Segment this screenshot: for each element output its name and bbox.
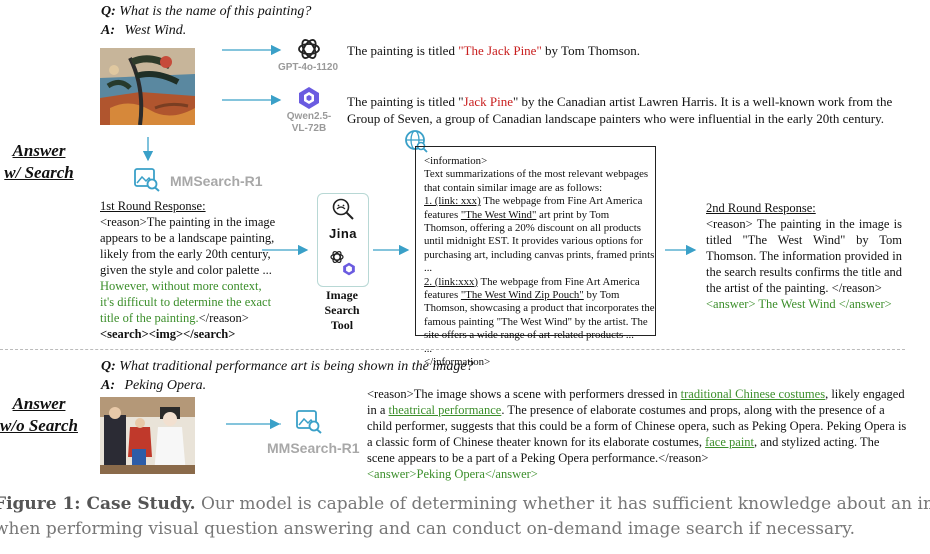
bottom-resp-hl-costumes: traditional Chinese costumes (680, 387, 826, 401)
first-round-reason-close: </reason> (198, 311, 249, 325)
section-divider (0, 349, 905, 350)
question-text-bottom: What traditional performance art is bein… (119, 359, 474, 374)
info-open-tag: <information> (424, 155, 488, 167)
q-prefix: Q: (101, 4, 116, 19)
bottom-resp-hl-theatrical: theatrical performance (388, 403, 502, 417)
side-label-line2: w/ Search (4, 163, 74, 182)
openai-logo-icon (294, 36, 324, 62)
side-label-bottom-line1: Answer (12, 394, 66, 413)
second-round-response: 2nd Round Response: <reason> The paintin… (706, 200, 902, 312)
globe-search-icon (404, 129, 428, 153)
info-item2-link: 2. (link:xxx) (424, 275, 478, 288)
peking-opera-photo (100, 397, 195, 474)
bottom-answer: A: Peking Opera. (101, 378, 206, 394)
image-search-tool-label: Image Search Tool (306, 288, 378, 333)
image-search-icon-bottom (296, 410, 322, 434)
first-round-uncertain: However, without more context, it's diff… (100, 279, 272, 325)
info-item2-a: The webpage from Fine Art America featur… (424, 275, 640, 302)
bottom-resp-answer: <answer>Peking Opera</answer> (367, 467, 538, 481)
openai-small-icon (330, 250, 344, 264)
side-label-with-search: Answer w/ Search (0, 140, 82, 184)
qwen-response-wrong-title: Jack Pine (463, 94, 513, 109)
qwen-response-post: " by the Canadian artist Lawren Harris. … (347, 94, 893, 126)
bottom-response: <reason>The image shows a scene with per… (367, 386, 907, 482)
side-label-without-search: Answer w/o Search (0, 393, 82, 437)
image-search-icon (134, 168, 160, 192)
first-round-search-call: <search><img></search> (100, 327, 236, 341)
mmsearch-label-bottom: MMSearch-R1 (267, 440, 360, 456)
bottom-resp-part4: , and stylized acting. The scene appears… (367, 435, 880, 465)
answer-text-bottom: Peking Opera. (124, 378, 207, 393)
info-item2-title: "The West Wind Zip Pouch" (460, 289, 584, 302)
first-round-title: 1st Round Response: (100, 199, 206, 213)
qwen-small-icon (343, 262, 355, 276)
info-item1-link: 1. (link: xxx) (424, 195, 481, 208)
first-round-response: 1st Round Response: <reason>The painting… (100, 198, 278, 342)
bottom-resp-part1: <reason>The image shows a scene with per… (367, 387, 681, 401)
a-prefix: A: (101, 23, 115, 38)
q-prefix-bottom: Q: (101, 359, 116, 374)
caption-line2: when performing visual question answerin… (0, 519, 855, 539)
answer-text: West Wind. (124, 23, 187, 38)
caption-line1: Our model is capable of determining whet… (195, 494, 930, 514)
magnifier-face-icon (332, 198, 354, 220)
caption-title: Figure 1: Case Study. (0, 494, 196, 514)
qwen-model-label: Qwen2.5- VL-72B (272, 111, 346, 135)
gpt-response: The painting is titled "The Jack Pine" b… (347, 42, 907, 59)
second-round-reason: <reason> The painting in the image is ti… (706, 217, 902, 295)
west-wind-painting (100, 48, 195, 125)
info-item1-a: The webpage from Fine Art America featur… (424, 195, 643, 221)
gpt-response-post: by Tom Thomson. (541, 43, 641, 58)
qwen-label-line1: Qwen2.5- (286, 111, 332, 122)
qwen-label-line2: VL-72B (291, 123, 327, 134)
opera-image (100, 397, 195, 474)
info-close-tag: </information> (424, 356, 491, 369)
first-round-reason: <reason>The painting in the image appear… (100, 215, 276, 277)
gpt-response-pre: The painting is titled (347, 43, 459, 58)
bottom-resp-hl-facepaint: face paint (705, 435, 755, 449)
qwen-response-pre: The painting is titled " (347, 94, 464, 109)
gpt-model-label: GPT-4o-1120 (277, 62, 339, 73)
side-label-bottom-line2: w/o Search (0, 416, 78, 435)
second-round-answer: <answer> The West Wind </answer> (706, 297, 892, 311)
painting-image (100, 48, 195, 125)
tool-label-line2: Search (324, 303, 360, 317)
bottom-question: Q: What traditional performance art is b… (101, 359, 474, 375)
info-item2-b: by Tom Thomson, showcasing a product tha… (424, 289, 655, 342)
top-answer: A: West Wind. (101, 23, 186, 39)
question-text: What is the name of this painting? (119, 4, 312, 19)
jina-logo-icon: Jina (328, 226, 357, 241)
qwen-logo-icon (297, 86, 321, 110)
info-item1-b: art print by Tom Thomson, offering a 20%… (424, 208, 655, 275)
a-prefix-bottom: A: (101, 378, 115, 393)
top-question: Q: What is the name of this painting? (101, 4, 311, 20)
figure-caption: Figure 1: Case Study. Our model is capab… (0, 492, 930, 542)
info-intro: Text summarizations of the most relevant… (424, 168, 649, 194)
bottom-resp-part3: . The presence of elaborate costumes and… (367, 403, 907, 449)
info-item1-title: "The West Wind" (460, 208, 537, 221)
gpt-response-wrong-title: "The Jack Pine" (458, 43, 542, 58)
image-search-tool-box: Jina (317, 193, 369, 287)
bottom-resp-part2: , likely engaged in a (367, 387, 905, 417)
tool-label-line3: Tool (330, 318, 354, 332)
side-label-line1: Answer (12, 141, 66, 160)
info-ellipsis: ... (424, 342, 433, 355)
second-round-title: 2nd Round Response: (706, 201, 816, 215)
information-box: <information> Text summarizations of the… (415, 146, 656, 368)
qwen-response: The painting is titled "Jack Pine" by th… (347, 93, 907, 127)
tool-label-line1: Image (326, 288, 358, 302)
mmsearch-label-top: MMSearch-R1 (170, 173, 263, 189)
